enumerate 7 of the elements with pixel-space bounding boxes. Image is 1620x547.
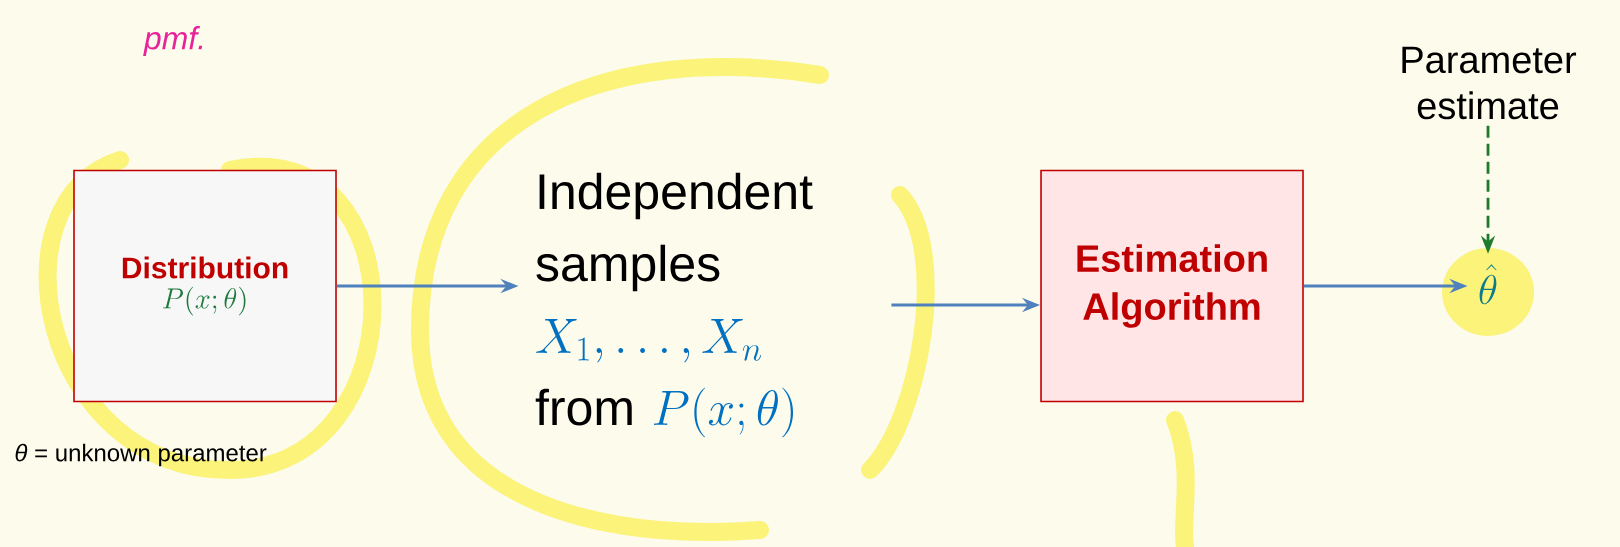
callout-text: Parameter estimate: [1402, 46, 1577, 120]
sample-text: Independent samples $X_1, \ldots, X_n$ from $P(x;\theta)$: [535, 172, 813, 438]
process-box: Distribution $P(x;\theta)$: [73, 169, 337, 403]
process-box: Estimation Algorithm: [1040, 169, 1304, 403]
estimate-symbol: $\hat{\theta}$: [1479, 264, 1497, 305]
note-text: θ = unknown parameter: [15, 443, 267, 467]
handwritten-note: pmf.: [143, 26, 203, 56]
